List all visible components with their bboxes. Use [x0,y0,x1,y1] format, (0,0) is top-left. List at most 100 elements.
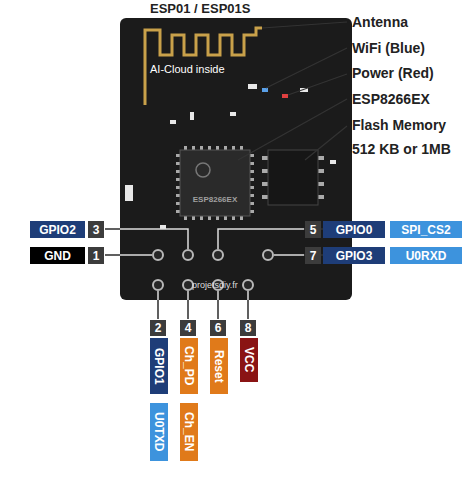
chip-leg [240,146,243,150]
pin-text: 7 [310,249,317,263]
smd-part [248,84,257,89]
pin-text: GPIO1 [152,348,166,385]
pin-function: SPI_CS2 [390,221,462,238]
pin-text: Ch_PD [182,346,196,385]
pin-text: 1 [93,249,100,263]
chip-leg [240,216,243,220]
callout-label: Antenna [352,14,408,30]
pin-name: GND [30,247,85,264]
pin-number: 5 [305,221,321,238]
chip-leg [176,154,180,157]
chip-leg [318,195,324,199]
chip-leg [200,216,203,220]
chip-leg [224,216,227,220]
chip-leg [176,210,180,213]
chip-leg [232,216,235,220]
pin-text: U0RXD [406,249,447,263]
pin-text: Reset [212,350,226,383]
pin-text: 2 [155,321,162,335]
chip-leg [176,186,180,189]
chip-leg [208,146,211,150]
pin-number: 6 [210,320,226,336]
diagram-title: ESP01 / ESP01S [150,1,250,16]
chip-leg [262,195,268,199]
pin-name: GPIO1 [150,338,168,394]
chip-leg [250,178,254,181]
chip-leg [176,178,180,181]
chip-leg [216,146,219,150]
pin-number: 4 [180,320,196,336]
pin-number: 8 [240,320,256,336]
chip-leg [216,216,219,220]
chip-leg [318,156,324,160]
chip-leg [224,146,227,150]
callout-label: ESP8266EX [352,91,430,107]
chip-leg [318,169,324,173]
chip-leg [176,202,180,205]
chip-marking: ESP8266EX [180,195,250,204]
leader-lines [238,22,347,160]
chip-leg [262,169,268,173]
pin-text: 4 [185,321,192,335]
chip-leg [232,146,235,150]
pin-text: SPI_CS2 [401,223,450,237]
power-led [282,94,288,98]
pin-name: Reset [210,338,228,394]
pin-function: Ch_EN [180,403,198,461]
callout-label: 512 KB or 1MB [352,141,451,157]
pin-text: U0TXD [152,412,166,451]
chip-leg [192,146,195,150]
pin-name: GPIO3 [323,247,385,264]
pcb-board [120,18,352,300]
pin-number: 3 [88,221,104,238]
pin-text: GPIO2 [39,223,76,237]
pin-function: U0RXD [390,247,462,264]
smd-part [170,120,176,124]
pin-text: 6 [215,321,222,335]
flash-chip-body [268,150,318,205]
pin-name: VCC [240,338,258,382]
chip-leg [250,186,254,189]
pin-name: GPIO0 [323,221,385,238]
chip-leg [176,162,180,165]
chip-leg [250,194,254,197]
smd-capacitor [125,185,133,201]
pin-text: Ch_EN [182,412,196,451]
pin-text: 5 [310,223,317,237]
pin-leaders-outside [105,229,352,319]
chip-leg [250,154,254,157]
chip-leg [250,202,254,205]
pin-text: GPIO0 [336,223,373,237]
pin-text: 8 [245,321,252,335]
chip-leg [208,216,211,220]
chip-leg [184,216,187,220]
chip-leg [250,170,254,173]
smd-part [190,112,194,120]
pin-text: GND [44,249,71,263]
board-print: AI-Cloud inside [150,63,225,75]
pin-text: VCC [242,347,256,372]
callout-label: WiFi (Blue) [352,40,425,56]
wifi-led [262,88,268,92]
callout-label: Flash Memory [352,117,446,133]
pin-text: GPIO3 [336,249,373,263]
chip-leg [176,170,180,173]
smd-part [230,112,236,116]
chip-leg [200,146,203,150]
chip-leg [250,210,254,213]
smd-part [330,160,336,164]
board-print: projetsdiy.fr [192,280,238,290]
callout-label: Power (Red) [352,65,434,81]
chip-leg [262,182,268,186]
pin-number: 7 [305,247,321,264]
pin-number: 1 [88,247,104,264]
chip-leg [176,194,180,197]
chip-leg [262,156,268,160]
antenna-trace [145,28,262,105]
pin-name: GPIO2 [30,221,85,238]
chip-logo [196,163,210,177]
pin-function: U0TXD [150,403,168,461]
esp8266-chip: ESP8266EX [180,150,250,216]
chip-leg [192,216,195,220]
